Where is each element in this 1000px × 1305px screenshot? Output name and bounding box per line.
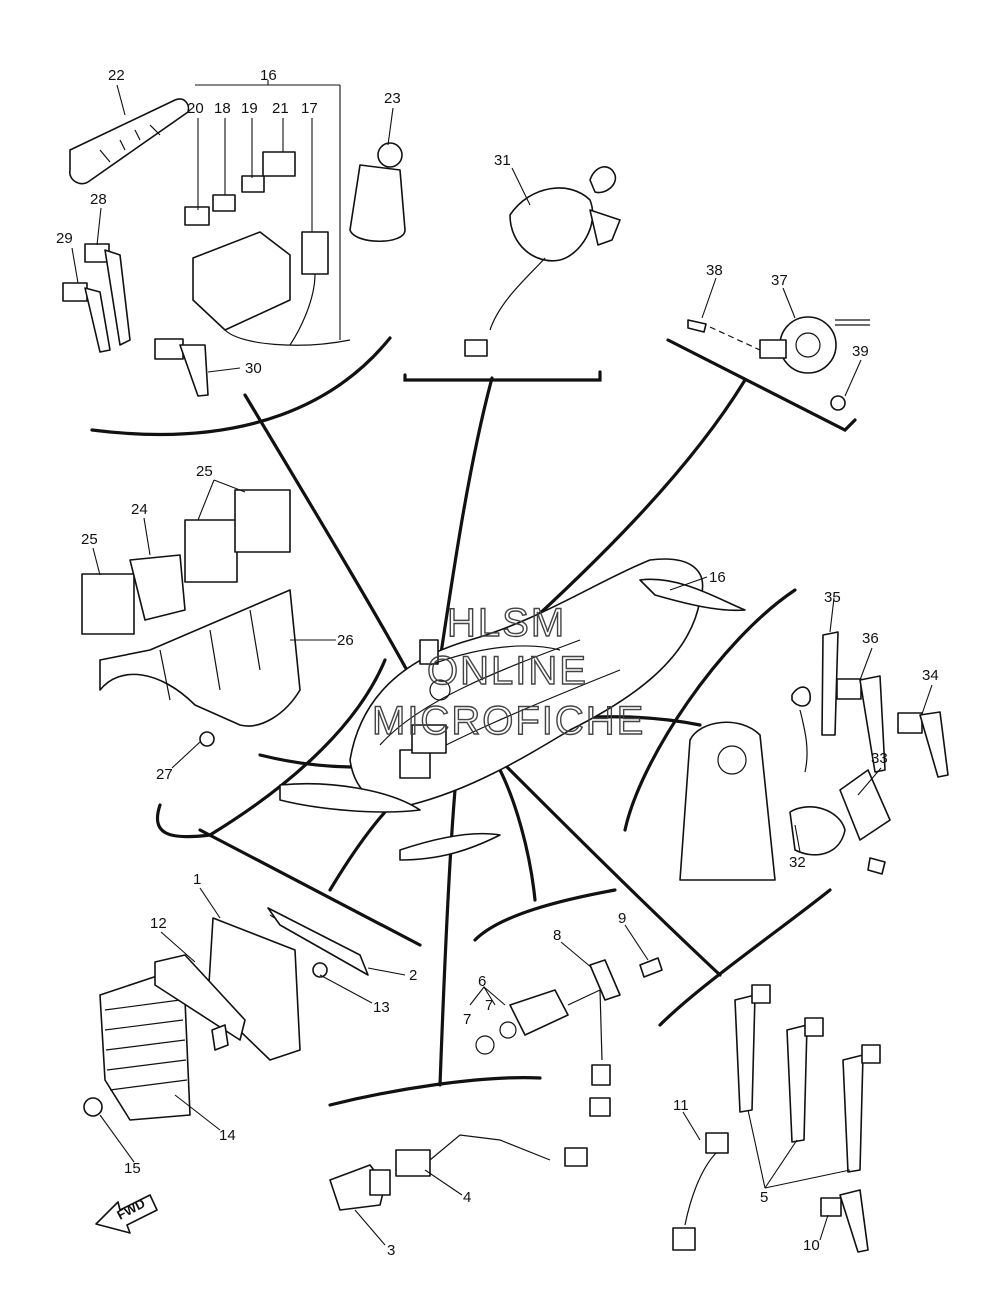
watermark: HLSM ONLINE MICROFICHE	[371, 600, 645, 743]
label-26: 26	[337, 632, 354, 649]
sensor-6-7	[475, 989, 611, 1117]
bands-28-29-30	[62, 243, 209, 397]
holder-26	[99, 589, 301, 727]
sensor-3	[329, 1164, 391, 1211]
group-boundaries	[90, 336, 857, 1107]
bolts-13-15	[83, 962, 328, 1117]
label-25-left: 25	[81, 531, 98, 548]
label-30: 30	[245, 360, 262, 377]
label-31: 31	[494, 152, 511, 169]
fwd-arrow: FWD	[95, 1194, 158, 1234]
jar-23	[349, 142, 406, 242]
label-5: 5	[760, 1189, 768, 1206]
label-24: 24	[131, 501, 148, 518]
label-6: 6	[478, 973, 486, 990]
label-23: 23	[384, 90, 401, 107]
label-28: 28	[90, 191, 107, 208]
label-11: 11	[673, 1097, 689, 1114]
label-12: 12	[150, 915, 167, 932]
label-13: 13	[373, 999, 390, 1016]
label-36: 36	[862, 630, 879, 647]
leader-lines	[71, 80, 933, 1246]
screw-27	[199, 731, 215, 747]
label-20: 20	[187, 100, 204, 117]
relays-24-25	[81, 489, 291, 635]
label-15: 15	[124, 1160, 141, 1177]
watermark-line-3: MICROFICHE	[372, 699, 645, 743]
label-2: 2	[409, 967, 417, 984]
label-18: 18	[214, 100, 231, 117]
fuse-box-16	[192, 231, 351, 346]
label-16-right: 16	[709, 569, 726, 586]
main-switch-31	[464, 166, 621, 357]
label-25-top: 25	[196, 463, 213, 480]
bracket-32-33	[679, 686, 891, 881]
ignition-coils-5	[734, 984, 881, 1173]
label-3: 3	[387, 1242, 395, 1259]
label-4: 4	[463, 1189, 471, 1206]
label-1: 1	[193, 871, 201, 888]
bands-34-35-36	[821, 631, 949, 778]
label-27: 27	[156, 766, 173, 783]
label-7-right: 7	[485, 997, 493, 1014]
stay-8-bolt-9	[589, 957, 663, 1001]
label-39: 39	[852, 343, 869, 360]
watermark-line-1: HLSM	[447, 601, 566, 645]
label-37: 37	[771, 272, 788, 289]
label-33: 33	[871, 750, 888, 767]
label-32: 32	[789, 854, 806, 871]
callout-labels: 22 16 20 18 19 21 17 23 28 29 30 31 38 3…	[56, 67, 939, 1259]
fuses-18-19-20-21	[184, 151, 296, 226]
lead-11	[672, 1132, 729, 1251]
label-9: 9	[618, 910, 626, 927]
craft-hull	[279, 558, 746, 861]
cdi-unit-1	[207, 907, 369, 1061]
lead-4	[395, 1134, 588, 1177]
label-38: 38	[706, 262, 723, 279]
label-21: 21	[272, 100, 289, 117]
bracket-12	[154, 954, 246, 1041]
label-29: 29	[56, 230, 73, 247]
label-35: 35	[824, 589, 841, 606]
label-14: 14	[219, 1127, 236, 1144]
label-17: 17	[301, 100, 318, 117]
label-7-left: 7	[463, 1011, 471, 1028]
label-10: 10	[803, 1237, 820, 1254]
label-34: 34	[922, 667, 939, 684]
fuse-holder-22	[69, 98, 190, 185]
band-10	[820, 1189, 869, 1253]
label-8: 8	[553, 927, 561, 944]
watermark-line-2: ONLINE	[427, 649, 588, 693]
buzzer-37	[687, 316, 870, 411]
label-19: 19	[241, 100, 258, 117]
label-16-top: 16	[260, 67, 277, 84]
label-22: 22	[108, 67, 125, 84]
